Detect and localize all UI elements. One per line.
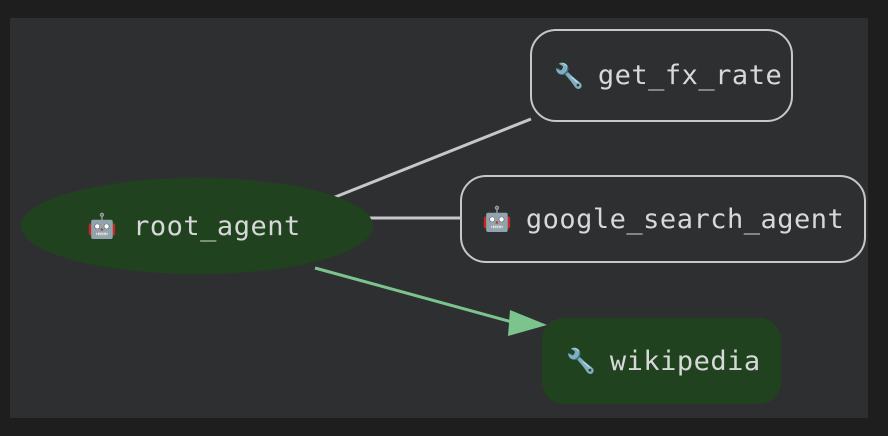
- wrench-icon: 🔧: [554, 61, 584, 90]
- edge-root-agent-to-wikipedia: [314, 266, 524, 327]
- graph-node-google-search-agent[interactable]: 🤖 google_search_agent: [460, 175, 866, 263]
- robot-icon: 🤖: [482, 205, 512, 233]
- graph-node-label: root_agent: [133, 210, 301, 242]
- graph-node-root-agent[interactable]: 🤖 root_agent: [21, 178, 373, 274]
- wrench-icon: 🔧: [566, 347, 596, 375]
- graph-node-label: get_fx_rate: [597, 60, 783, 91]
- graph-canvas[interactable]: 🤖 root_agent 🔧 get_fx_rate 🤖 google_sear…: [10, 18, 868, 418]
- graph-node-label: google_search_agent: [525, 203, 845, 235]
- robot-icon: 🤖: [87, 212, 118, 240]
- graph-edges-layer: [309, 117, 547, 336]
- edge-root-agent-to-get-fx-rate: [309, 117, 532, 209]
- edge-arrowhead-wikipedia: [508, 310, 547, 336]
- graph-node-wikipedia[interactable]: 🔧 wikipedia: [542, 318, 781, 404]
- graph-node-label: wikipedia: [609, 345, 761, 377]
- graph-node-get-fx-rate[interactable]: 🔧 get_fx_rate: [530, 29, 793, 122]
